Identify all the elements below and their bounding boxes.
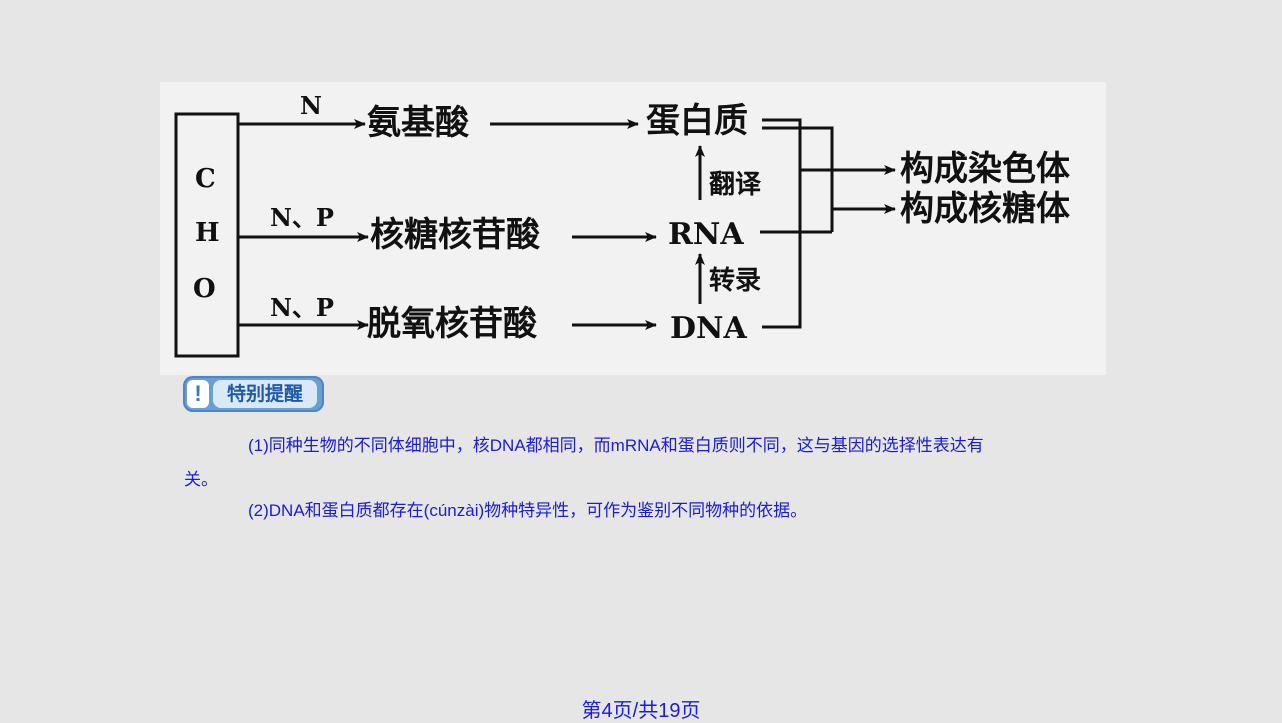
amino-acid: 氨基酸 [367,103,469,143]
element-box [174,112,240,358]
label-np-bot: N、P [270,293,334,322]
diagram-lines [174,112,896,358]
element-c: C [195,164,216,194]
dna-connector [762,170,802,329]
element-h: H [195,218,220,248]
label-n: N [300,91,322,120]
transcription-label: 转录 [709,266,762,296]
output-chromosome: 构成染色体 [900,149,1070,189]
paragraph-1-line-2: 关。 [184,470,218,489]
page-indicator: 第4页/共19页 [581,700,701,722]
paragraph-1-line-1: (1)同种生物的不同体细胞中，核DNA都相同，而mRNA和蛋白质则不同，这与基因… [248,436,984,455]
dna: DNA [670,311,747,346]
special-reminder-label: 特别提醒 [213,380,317,408]
ribonucleotide: 核糖核苷酸 [370,215,540,255]
output-ribosome: 构成核糖体 [900,189,1070,229]
rna: RNA [668,217,744,252]
biomolecule-diagram: C H O N N、P N、P 氨基酸 核糖核苷酸 脱氧核苷酸 蛋白质 RNA … [160,82,1106,375]
label-np-mid: N、P [270,203,334,232]
exclamation-icon: ! [187,380,209,408]
paragraph-2: (2)DNA和蛋白质都存在(cúnzài)物种特异性，可作为鉴别不同物种的依据。 [248,501,808,520]
translation-label: 翻译 [709,170,762,200]
special-reminder-badge: ! 特别提醒 [183,376,324,412]
protein: 蛋白质 [646,101,748,141]
element-o: O [193,274,216,304]
deoxyribonucleotide: 脱氧核苷酸 [367,304,537,344]
protein-connector-2 [762,126,834,232]
protein-connector [762,118,802,232]
